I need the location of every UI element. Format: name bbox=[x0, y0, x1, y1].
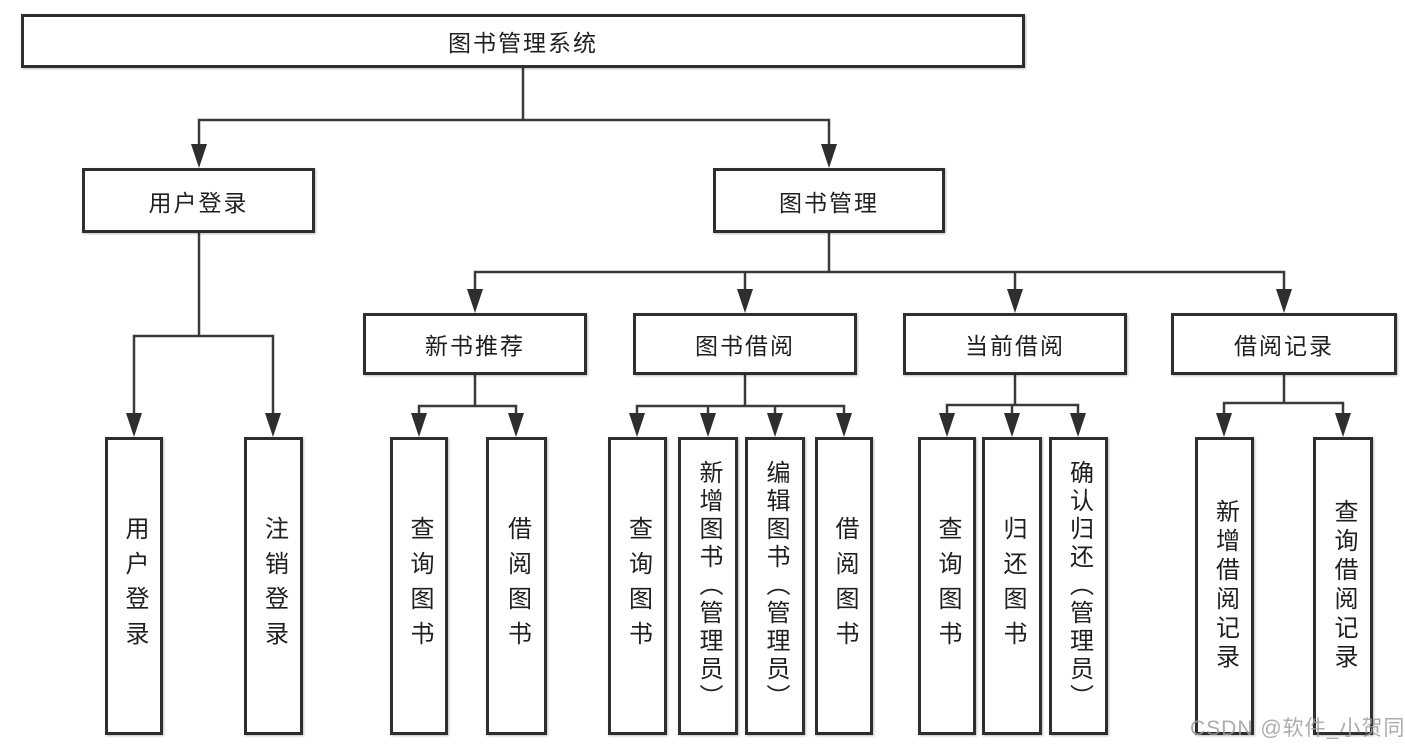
leaf-borrow-books-2: 借阅图书 bbox=[815, 437, 873, 735]
leaf-confirm-return-admin: 确认归还（管理员） bbox=[1049, 437, 1108, 735]
leaf-user-login: 用户登录 bbox=[105, 437, 163, 735]
leaf-label: 查询图书 bbox=[934, 516, 961, 656]
leaf-label: 查询借阅记录 bbox=[1330, 499, 1357, 673]
leaf-label: 注销登录 bbox=[260, 516, 288, 656]
leaf-query-books-2: 查询图书 bbox=[608, 437, 667, 735]
leaf-query-books-3: 查询图书 bbox=[918, 437, 976, 735]
node-user-login: 用户登录 bbox=[82, 168, 315, 233]
leaf-return-books: 归还图书 bbox=[982, 437, 1042, 735]
connector-borrow-to-leaves bbox=[635, 373, 846, 419]
node-current-borrowing: 当前借阅 bbox=[903, 313, 1127, 375]
leaf-label: 新增借阅记录 bbox=[1211, 499, 1239, 673]
leaf-label: 借阅图书 bbox=[503, 516, 531, 656]
connector-bookmgmt-to-level3 bbox=[473, 231, 1286, 294]
node-book-borrowing: 图书借阅 bbox=[633, 313, 857, 375]
leaf-label: 查询图书 bbox=[624, 516, 652, 656]
connector-record-to-leaves bbox=[1222, 373, 1345, 419]
leaf-label: 借阅图书 bbox=[831, 516, 858, 656]
arrowheads bbox=[126, 144, 1351, 437]
node-book-management: 图书管理 bbox=[713, 168, 945, 233]
leaf-query-books-1: 查询图书 bbox=[390, 437, 448, 735]
leaf-label: 归还图书 bbox=[999, 516, 1026, 656]
leaf-label: 用户登录 bbox=[121, 516, 148, 656]
connector-userlogin-to-leaves bbox=[132, 231, 275, 419]
node-root-system: 图书管理系统 bbox=[21, 14, 1025, 68]
leaf-label: 新增图书（管理员） bbox=[695, 460, 722, 712]
leaf-query-borrow-record: 查询借阅记录 bbox=[1313, 437, 1373, 735]
leaf-label: 编辑图书（管理员） bbox=[762, 460, 789, 712]
connector-newbook-to-leaves bbox=[417, 373, 518, 419]
connector-root-to-level2 bbox=[197, 66, 831, 150]
leaf-add-books-admin: 新增图书（管理员） bbox=[678, 437, 738, 735]
leaf-label: 确认归还（管理员） bbox=[1065, 460, 1093, 712]
node-borrowing-records: 借阅记录 bbox=[1171, 313, 1397, 375]
leaf-label: 查询图书 bbox=[406, 516, 433, 656]
leaf-borrow-books-1: 借阅图书 bbox=[486, 437, 547, 735]
csdn-watermark: CSDN @软件_小贺同学 bbox=[1190, 717, 1405, 740]
leaf-add-borrow-record: 新增借阅记录 bbox=[1195, 437, 1254, 735]
connector-current-to-leaves bbox=[945, 373, 1080, 419]
leaf-edit-books-admin: 编辑图书（管理员） bbox=[745, 437, 805, 735]
leaf-logout: 注销登录 bbox=[244, 437, 303, 735]
node-new-book-recommend: 新书推荐 bbox=[363, 313, 587, 375]
